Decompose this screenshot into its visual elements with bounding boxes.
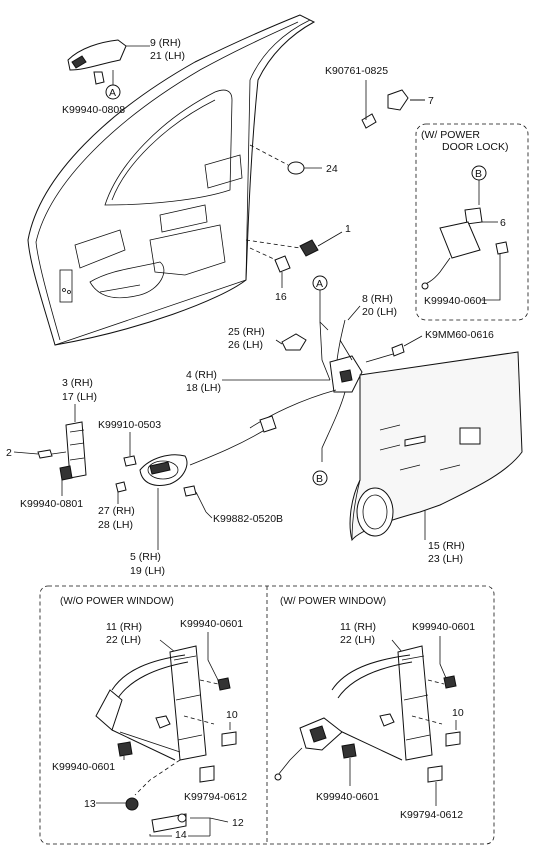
part-25-26 <box>275 333 307 351</box>
label-k99940-0801-left: K99940-0801 <box>20 498 83 510</box>
leader-8-20 <box>347 305 361 321</box>
label-25-26-lh: 26 (LH) <box>228 339 263 351</box>
w-power-window-panel: (W/ POWER WINDOW) 11 (RH) 22 (LH) K99940… <box>274 596 475 821</box>
svg-text:(W/ POWER: (W/ POWER <box>421 129 480 141</box>
label-k90761-0825: K90761-0825 <box>325 65 388 77</box>
svg-text:K99794-0612: K99794-0612 <box>400 809 463 821</box>
part-24 <box>249 144 322 175</box>
label-3-17-lh: 17 (LH) <box>62 391 97 403</box>
label-1: 1 <box>345 223 351 235</box>
leader-2 <box>13 451 39 455</box>
label-8-20-rh: 8 (RH) <box>362 293 393 305</box>
label-9-21-rh: 9 (RH) <box>150 37 181 49</box>
wo-power-window-panel: (W/O POWER WINDOW) 11 (RH) 22 (LH) K9994… <box>52 596 247 841</box>
svg-text:K99794-0612: K99794-0612 <box>184 791 247 803</box>
label-5-19-lh: 19 (LH) <box>130 565 165 577</box>
label-k99940-0601-lock: K99940-0601 <box>424 295 487 307</box>
outside-handle <box>67 39 150 85</box>
marker-a-mid: A <box>312 275 329 331</box>
svg-text:(W/O POWER WINDOW): (W/O POWER WINDOW) <box>60 596 174 607</box>
label-3-17-rh: 3 (RH) <box>62 377 93 389</box>
rod-to-b <box>321 391 346 462</box>
svg-text:22 (LH): 22 (LH) <box>340 634 375 646</box>
svg-text:11 (RH): 11 (RH) <box>340 621 376 633</box>
svg-text:B: B <box>475 168 482 180</box>
power-lock-box: (W/ POWER DOOR LOCK) B <box>415 123 529 321</box>
hinge <box>37 421 87 481</box>
marker-b-mid: B <box>312 470 328 486</box>
label-4-18-rh: 4 (RH) <box>186 369 217 381</box>
label-15-23-rh: 15 (RH) <box>428 540 465 552</box>
svg-text:K99940-0601: K99940-0601 <box>412 621 475 633</box>
svg-text:12: 12 <box>232 817 244 829</box>
part-16 <box>249 247 291 288</box>
svg-text:K99940-0601: K99940-0601 <box>180 618 243 630</box>
inner-handle <box>115 454 207 513</box>
door-lock-assembly <box>319 319 401 393</box>
svg-text:DOOR LOCK): DOOR LOCK) <box>442 141 509 153</box>
label-8-20-lh: 20 (LH) <box>362 306 397 318</box>
svg-text:(W/ POWER WINDOW): (W/ POWER WINDOW) <box>280 596 386 607</box>
cable <box>189 427 269 466</box>
svg-text:22 (LH): 22 (LH) <box>106 634 141 646</box>
label-k9mm60-0616: K9MM60-0616 <box>425 329 494 341</box>
svg-text:14: 14 <box>175 829 187 841</box>
label-k99910-0503: K99910-0503 <box>98 419 161 431</box>
bolt-k9mm60 <box>391 335 423 357</box>
svg-text:K99940-0601: K99940-0601 <box>52 761 115 773</box>
label-9-21-lh: 21 (LH) <box>150 50 185 62</box>
svg-text:A: A <box>109 87 116 99</box>
label-27-28-rh: 27 (RH) <box>98 505 135 517</box>
label-k99882-0520b: K99882-0520B <box>213 513 283 525</box>
svg-text:A: A <box>316 278 323 290</box>
door-shell <box>27 14 316 346</box>
label-k99940-0808: K99940-0808 <box>62 104 125 116</box>
label-7: 7 <box>428 95 434 107</box>
label-27-28-lh: 28 (LH) <box>98 519 133 531</box>
door-trim-panel <box>349 351 523 542</box>
label-24: 24 <box>326 163 338 175</box>
part-7 <box>361 89 425 129</box>
svg-text:B: B <box>316 473 323 485</box>
svg-text:K99940-0601: K99940-0601 <box>316 791 379 803</box>
label-25-26-rh: 25 (RH) <box>228 326 265 338</box>
rod-to-handle <box>249 389 337 429</box>
label-15-23-lh: 23 (LH) <box>428 553 463 565</box>
leader-k99882 <box>205 511 213 519</box>
label-4-18-lh: 18 (LH) <box>186 382 221 394</box>
cable-clip <box>259 415 277 433</box>
label-2: 2 <box>6 447 12 459</box>
svg-text:10: 10 <box>452 707 464 719</box>
svg-text:11 (RH): 11 (RH) <box>106 621 142 633</box>
part-1 <box>245 231 343 257</box>
label-16: 16 <box>275 291 287 303</box>
marker-a-top: A <box>105 70 121 100</box>
label-6: 6 <box>500 217 506 229</box>
label-5-19-rh: 5 (RH) <box>130 551 161 563</box>
svg-text:13: 13 <box>84 798 96 810</box>
svg-text:10: 10 <box>226 709 238 721</box>
